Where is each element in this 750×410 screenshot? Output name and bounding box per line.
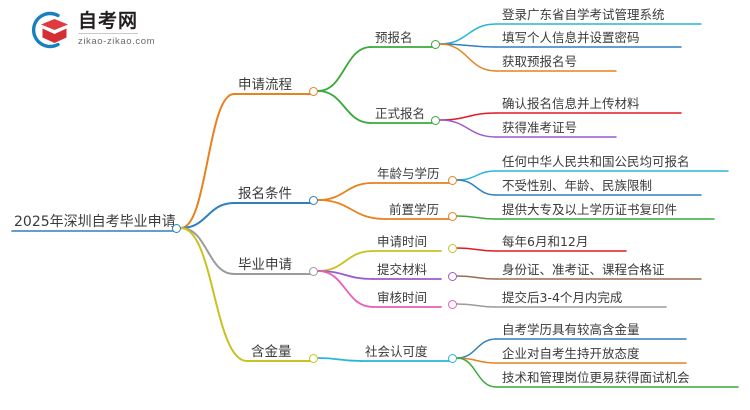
leaf-node-1-2-1[interactable]: 确认报名信息并上传材料 <box>502 96 640 111</box>
leaf-node-2-1-1[interactable]: 任何中华人民共和国公民均可报名 <box>502 154 690 169</box>
branch-node-dot-1[interactable] <box>308 86 318 96</box>
sub-node-3-1[interactable]: 申请时间 <box>377 234 428 249</box>
logo-title: 自考网 <box>78 10 139 34</box>
sub-node-dot-2-2[interactable] <box>447 211 457 221</box>
leaf-node-2-2-1[interactable]: 提供大专及以上学历证书复印件 <box>502 202 678 217</box>
sub-node-3-2[interactable]: 提交材料 <box>377 262 428 277</box>
sub-node-dot-3-2[interactable] <box>447 271 457 281</box>
branch-node-2[interactable]: 报名条件 <box>238 186 292 202</box>
leaf-node-3-1-1[interactable]: 每年6月和12月 <box>502 234 589 249</box>
branch-node-dot-4[interactable] <box>308 353 318 363</box>
leaf-node-3-3-1[interactable]: 提交后3-4个月内完成 <box>502 290 623 305</box>
sub-node-dot-2-1[interactable] <box>447 175 457 185</box>
logo-text: 自考网 zikao-zikao.com <box>78 10 228 47</box>
sub-node-dot-1-2[interactable] <box>430 115 440 125</box>
sub-node-3-3[interactable]: 审核时间 <box>377 290 428 305</box>
sub-node-dot-1-1[interactable] <box>430 39 440 49</box>
sub-node-2-2[interactable]: 前置学历 <box>389 202 440 217</box>
leaf-node-4-1-1[interactable]: 自考学历具有较高含金量 <box>502 322 640 337</box>
sub-node-dot-3-1[interactable] <box>447 243 457 253</box>
root-node-dot[interactable] <box>171 223 181 233</box>
mindmap-root-node[interactable]: 2025年深圳自考毕业申请 <box>14 214 176 230</box>
leaf-node-4-1-3[interactable]: 技术和管理岗位更易获得面试机会 <box>502 370 690 385</box>
leaf-node-1-1-3[interactable]: 获取预报名号 <box>502 54 578 69</box>
leaf-node-4-1-2[interactable]: 企业对自考生持开放态度 <box>502 346 640 361</box>
branch-node-dot-3[interactable] <box>308 266 318 276</box>
sub-node-4-1[interactable]: 社会认可度 <box>365 344 428 359</box>
branch-node-1[interactable]: 申请流程 <box>238 77 292 93</box>
branch-node-dot-2[interactable] <box>308 195 318 205</box>
branch-node-4[interactable]: 含金量 <box>251 344 292 360</box>
sub-node-1-2[interactable]: 正式报名 <box>375 106 426 121</box>
sub-node-2-1[interactable]: 年龄与学历 <box>377 166 440 181</box>
leaf-node-2-1-2[interactable]: 不受性别、年龄、民族限制 <box>502 178 653 193</box>
leaf-node-1-1-1[interactable]: 登录广东省自学考试管理系统 <box>502 7 665 22</box>
sub-node-dot-4-1[interactable] <box>447 353 457 363</box>
zikao-logo-icon <box>32 11 68 49</box>
sub-node-1-1[interactable]: 预报名 <box>375 30 413 45</box>
logo-subtitle: zikao-zikao.com <box>78 36 156 47</box>
leaf-node-1-2-2[interactable]: 获得准考证号 <box>502 120 578 135</box>
branch-node-3[interactable]: 毕业申请 <box>238 257 292 273</box>
sub-node-dot-3-3[interactable] <box>447 299 457 309</box>
site-logo: 自考网 zikao-zikao.com <box>28 8 228 54</box>
leaf-node-1-1-2[interactable]: 填写个人信息并设置密码 <box>502 30 640 45</box>
leaf-node-3-2-1[interactable]: 身份证、准考证、课程合格证 <box>502 262 665 277</box>
